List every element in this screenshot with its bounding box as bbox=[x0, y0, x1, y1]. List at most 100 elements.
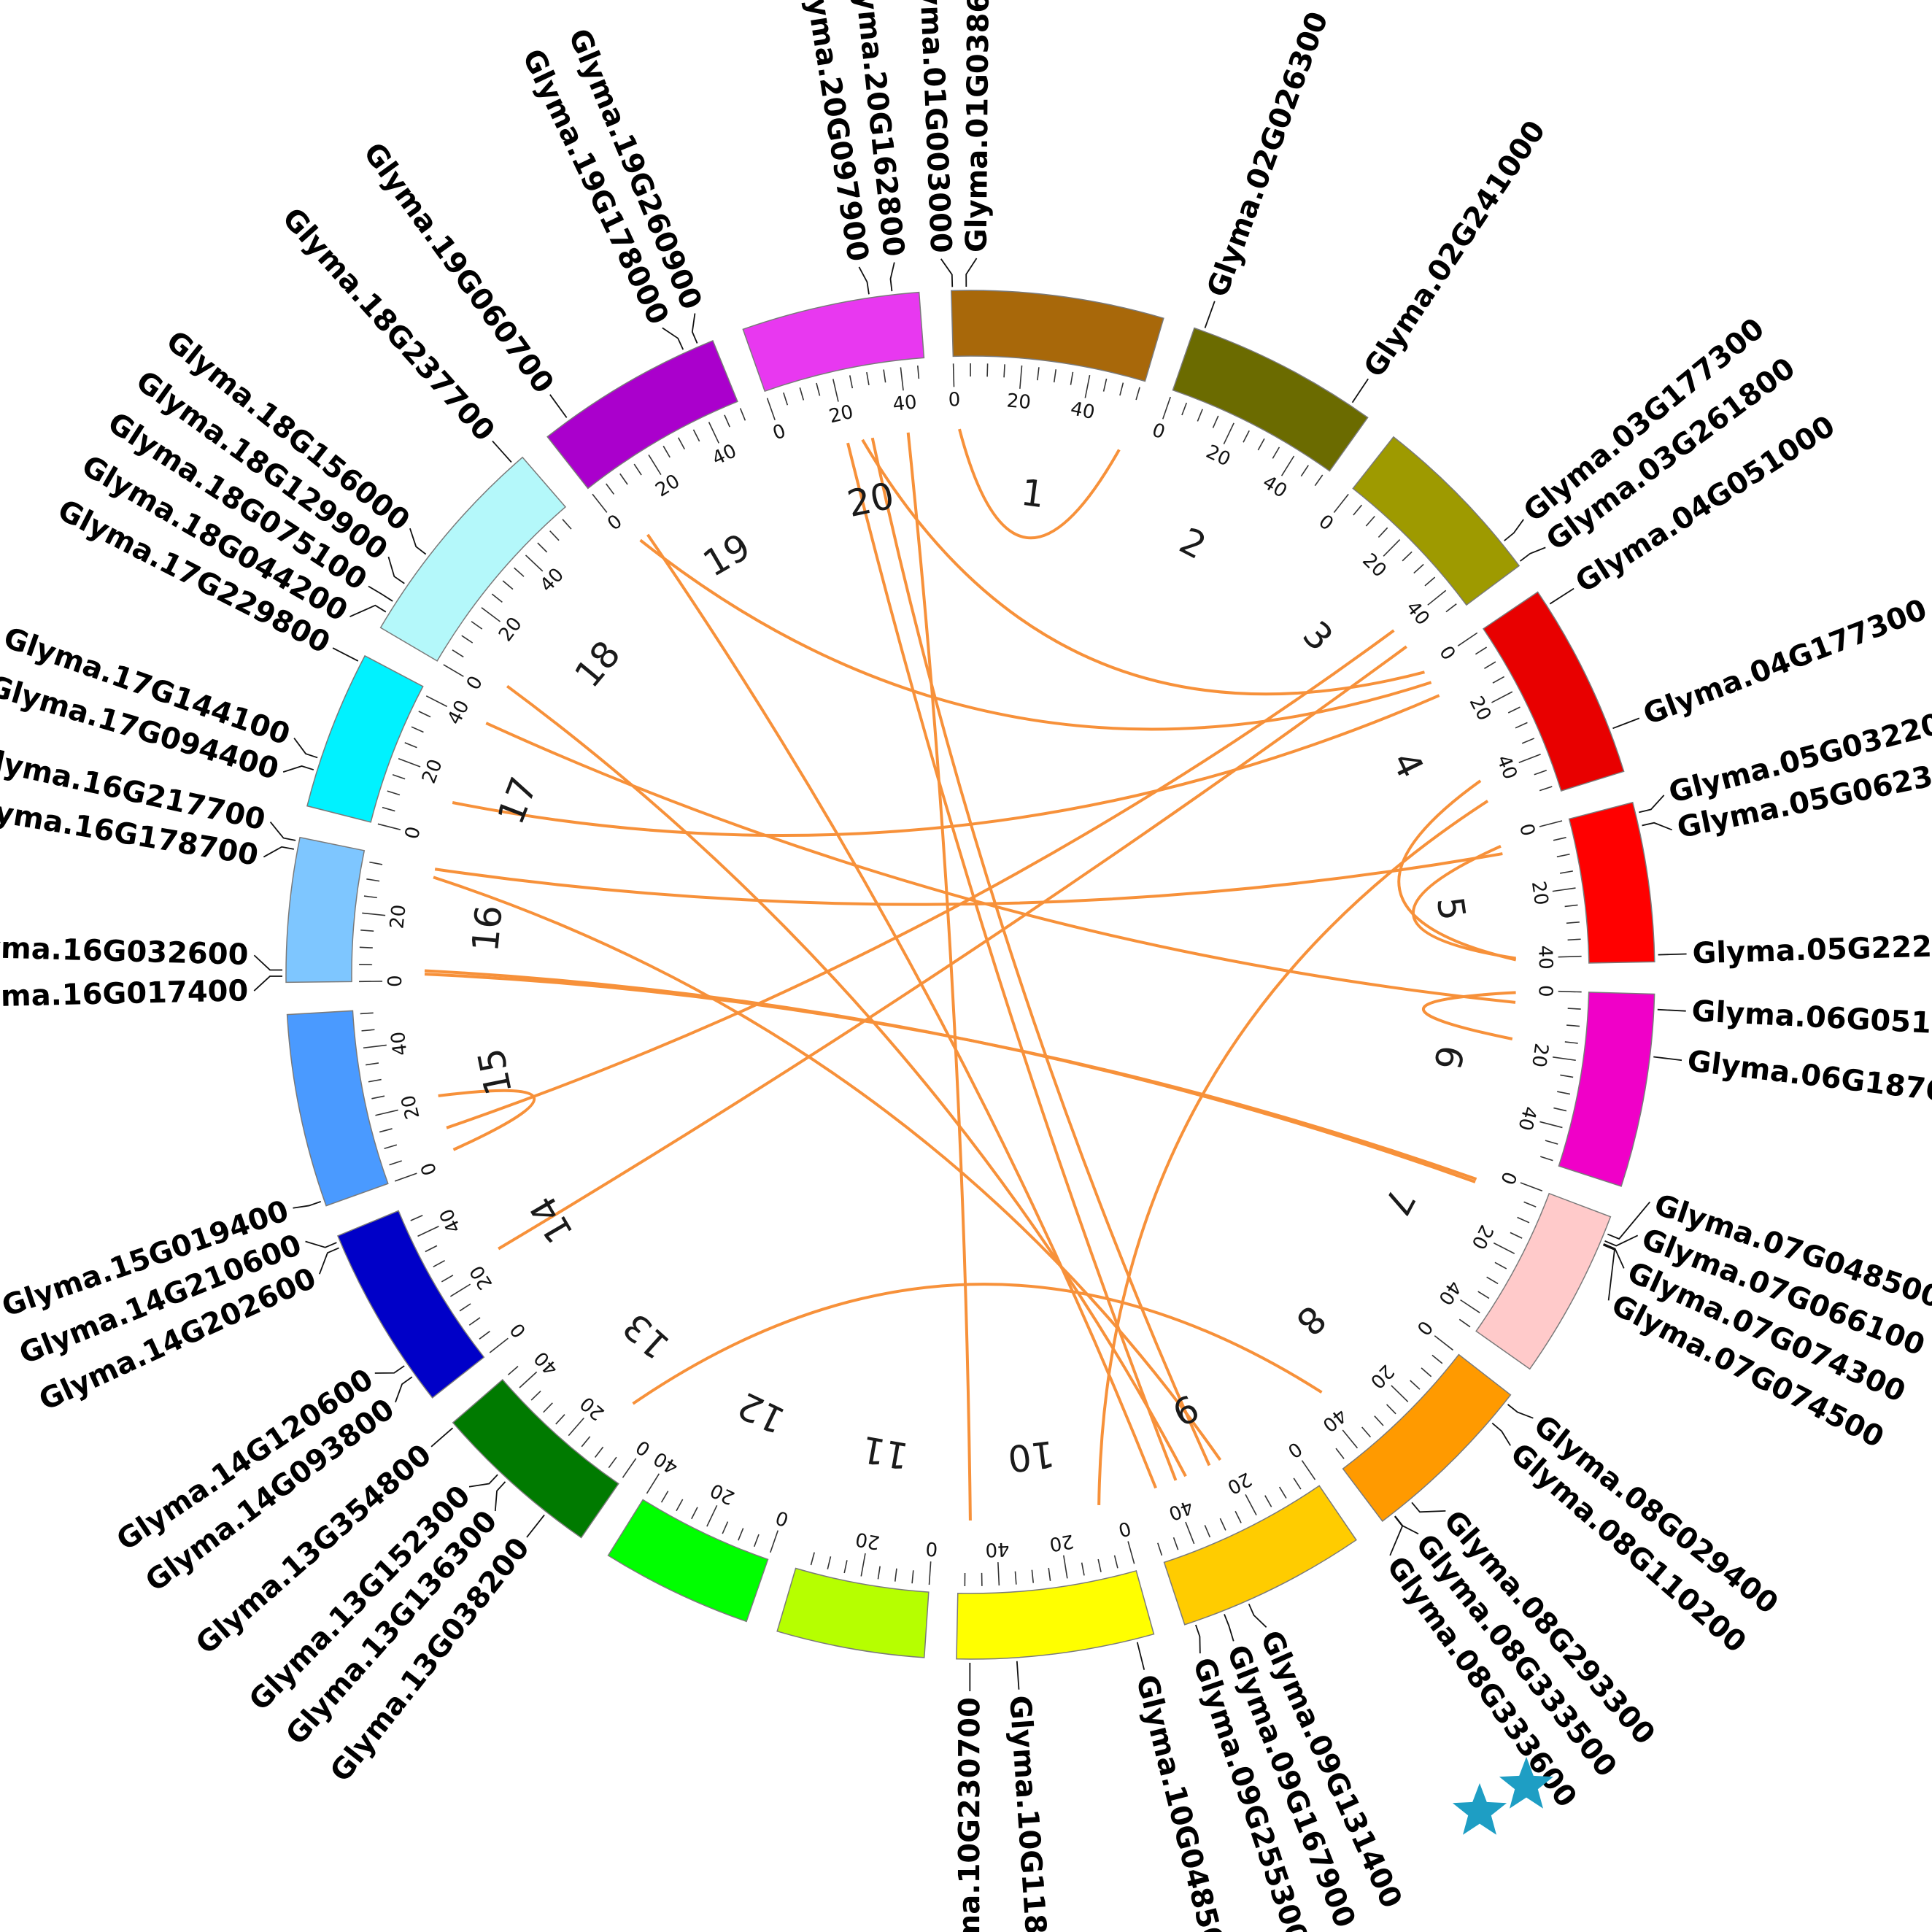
axis-tick bbox=[766, 398, 776, 421]
tick-label: 0 bbox=[1434, 642, 1459, 664]
tick-label: 0 bbox=[773, 1506, 791, 1531]
axis-tick bbox=[594, 1446, 604, 1458]
gene-label: Glyma.02G026300 bbox=[1201, 7, 1335, 301]
leader-line bbox=[1016, 1661, 1020, 1690]
axis-tick bbox=[425, 1245, 438, 1253]
axis-tick bbox=[410, 1215, 423, 1221]
axis-tick bbox=[646, 1473, 660, 1494]
tick-label: 40 bbox=[1534, 945, 1556, 970]
tick-label: 20 bbox=[1527, 1042, 1552, 1069]
tick-label: 40 bbox=[444, 697, 474, 728]
axis-tick bbox=[1257, 438, 1265, 451]
chromosome-segment bbox=[285, 836, 366, 984]
chromosome-number: 13 bbox=[615, 1305, 678, 1367]
tick-label: 20 bbox=[1465, 693, 1496, 724]
axis-tick bbox=[1377, 527, 1388, 538]
axis-tick bbox=[1014, 1571, 1017, 1585]
axis-tick bbox=[562, 519, 572, 530]
axis-tick bbox=[1278, 1486, 1287, 1499]
gene-label: Glyma.10G230700 bbox=[953, 1697, 986, 1932]
gene-label: Glyma.02G241000 bbox=[1358, 115, 1553, 383]
axis-tick bbox=[530, 1391, 541, 1401]
synteny-link bbox=[446, 629, 1395, 1129]
axis-tick bbox=[443, 664, 464, 677]
axis-tick bbox=[519, 1371, 538, 1388]
axis-tick bbox=[433, 1260, 445, 1268]
tick-label: 40 bbox=[709, 440, 741, 470]
leader-line bbox=[691, 313, 698, 344]
axis-tick bbox=[1197, 409, 1203, 422]
chromosome-segment bbox=[452, 1378, 619, 1539]
leader-line bbox=[526, 1514, 545, 1538]
chromosome-segment bbox=[336, 1210, 485, 1399]
axis-tick bbox=[1556, 853, 1570, 858]
axis-tick bbox=[849, 375, 854, 389]
axis-tick bbox=[877, 1566, 881, 1580]
axis-tick bbox=[1445, 603, 1457, 613]
leader-line bbox=[965, 258, 978, 287]
axis-tick bbox=[860, 1553, 866, 1577]
axis-tick bbox=[691, 1507, 698, 1520]
leader-line bbox=[549, 394, 568, 418]
axis-tick bbox=[459, 1303, 471, 1312]
tick-label: 0 bbox=[1149, 419, 1167, 444]
leader-line bbox=[1603, 1243, 1625, 1269]
axis-tick bbox=[1534, 770, 1547, 776]
chromosome-segment bbox=[1342, 1353, 1512, 1522]
axis-tick bbox=[1037, 367, 1040, 381]
chromosome-segment bbox=[1163, 1485, 1357, 1626]
axis-tick bbox=[1245, 1494, 1257, 1516]
axis-tick bbox=[1494, 1261, 1507, 1270]
axis-tick bbox=[660, 1491, 669, 1503]
chromosome-segment bbox=[546, 339, 738, 490]
axis-tick bbox=[739, 408, 746, 421]
axis-tick bbox=[1374, 1415, 1384, 1426]
tick-label: 20 bbox=[495, 614, 527, 646]
axis-tick bbox=[1517, 1216, 1530, 1224]
axis-tick bbox=[1162, 396, 1171, 420]
chromosome-number: 7 bbox=[1375, 1182, 1423, 1222]
axis-tick bbox=[832, 379, 839, 402]
axis-tick bbox=[606, 483, 615, 495]
tick-label: 20 bbox=[386, 903, 410, 930]
axis-tick bbox=[1521, 738, 1535, 744]
synteny-link bbox=[906, 432, 972, 1521]
axis-tick bbox=[1212, 415, 1219, 428]
axis-tick bbox=[543, 1402, 553, 1413]
axis-tick bbox=[1157, 1542, 1163, 1556]
axis-tick bbox=[1223, 422, 1234, 445]
chromosome-number: 14 bbox=[522, 1189, 581, 1250]
leader-line bbox=[1602, 1244, 1615, 1301]
axis-tick bbox=[1520, 1182, 1543, 1192]
leader-line bbox=[1224, 1614, 1234, 1642]
leader-line bbox=[395, 1376, 413, 1403]
chromosome-segment bbox=[379, 456, 567, 662]
synteny-link bbox=[958, 428, 1121, 540]
leader-line bbox=[1491, 1422, 1511, 1446]
chromosome-segment bbox=[1558, 992, 1655, 1187]
synteny-link bbox=[1097, 800, 1489, 1505]
gene-label: Glyma.04G177300 bbox=[1639, 593, 1931, 732]
chromosome-segment bbox=[1172, 327, 1369, 472]
leader-line bbox=[1248, 1603, 1267, 1628]
axis-tick bbox=[379, 1128, 393, 1133]
axis-tick bbox=[1070, 371, 1074, 385]
tick-label: 40 bbox=[650, 1447, 682, 1478]
axis-tick bbox=[361, 1029, 375, 1032]
chromosome-segment bbox=[1482, 591, 1625, 792]
axis-tick bbox=[507, 1366, 519, 1376]
axis-tick bbox=[1424, 576, 1436, 587]
axis-tick bbox=[1314, 474, 1324, 487]
leader-line bbox=[332, 647, 359, 662]
tick-label: 0 bbox=[1412, 1316, 1437, 1339]
axis-tick bbox=[1264, 1495, 1272, 1507]
synteny-link bbox=[424, 969, 1476, 1183]
axis-tick bbox=[1185, 1521, 1195, 1545]
axis-tick bbox=[1293, 1477, 1302, 1490]
axis-tick bbox=[883, 369, 886, 383]
leader-line bbox=[1519, 546, 1546, 562]
axis-tick bbox=[1475, 646, 1488, 655]
chromosome-number: 20 bbox=[843, 474, 897, 525]
synteny-link bbox=[452, 694, 1440, 837]
axis-tick bbox=[1301, 1460, 1316, 1480]
